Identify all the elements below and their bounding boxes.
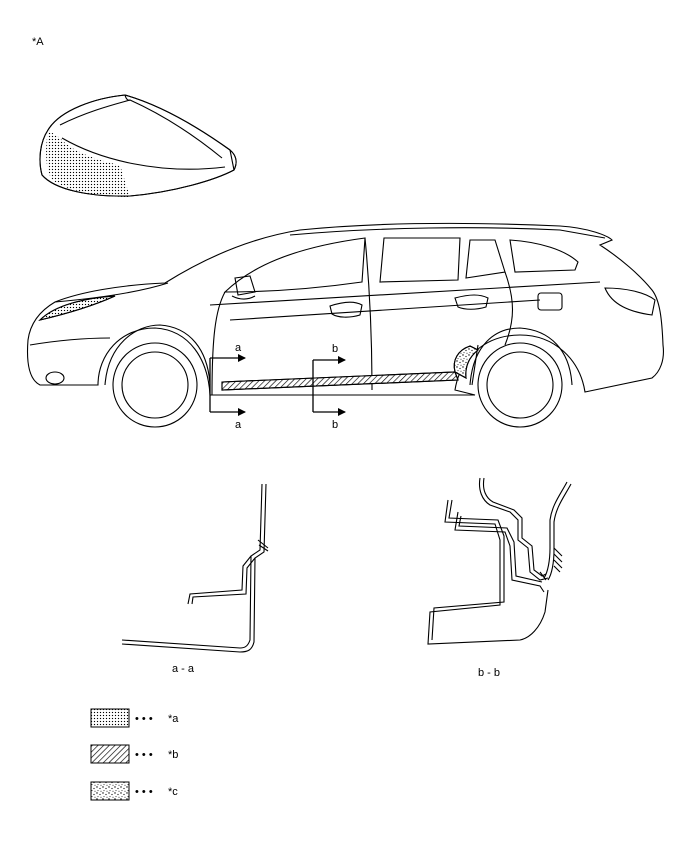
legend-label-b: *b	[168, 749, 178, 761]
legend-dots-c: • • •	[135, 786, 153, 798]
cross-section-aa	[121, 483, 269, 653]
legend-dots-a: • • •	[135, 713, 153, 725]
legend-dots-b: • • •	[135, 749, 153, 761]
section-aa-caption: a - a	[172, 663, 195, 675]
legend-label-c: *c	[168, 786, 178, 798]
legend-swatch-fine-dots	[90, 708, 130, 728]
section-bb-caption: b - b	[478, 667, 500, 679]
legend-swatch-diagonal-hatch	[90, 744, 130, 764]
section-label-b-bottom: b	[332, 419, 338, 431]
figure-label: *A	[32, 36, 44, 48]
section-marker-b	[312, 356, 346, 416]
legend: • • • *a • • • *b • • • *c	[90, 708, 179, 801]
vehicle-side-view	[26, 222, 664, 428]
section-label-b-top: b	[332, 343, 338, 355]
cross-section-bb	[427, 477, 572, 645]
section-label-a-bottom: a	[235, 419, 242, 431]
hood-illustration	[39, 94, 237, 197]
section-marker-a	[209, 354, 246, 416]
section-label-a-top: a	[235, 342, 242, 354]
legend-label-a: *a	[168, 713, 179, 725]
legend-swatch-coarse-speckle	[90, 781, 130, 801]
